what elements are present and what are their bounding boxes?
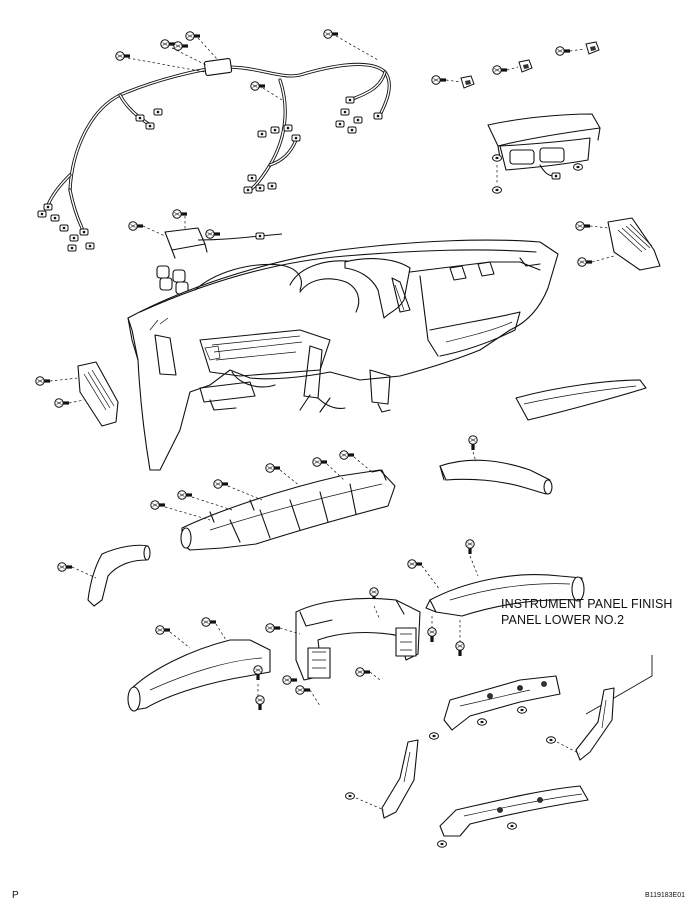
right-side-air-vent: [575, 217, 661, 271]
side-defroster-duct-right: [439, 435, 553, 495]
rear-duct-left: [127, 617, 298, 712]
glove-box-trim: [515, 379, 647, 421]
center-module-bracket: [128, 209, 283, 259]
instrument-panel-body: [127, 239, 559, 471]
loose-caps: [156, 265, 189, 295]
page-letter: P: [12, 890, 19, 901]
lower-bracket-upper: [429, 675, 561, 740]
instrument-panel-finish-callout: INSTRUMENT PANEL FINISH PANEL LOWER NO.2: [501, 597, 673, 715]
harness-bolts: [115, 29, 379, 101]
clips-top-right: [431, 41, 600, 89]
side-defroster-duct-left: [57, 544, 151, 607]
callout-label-line1: INSTRUMENT PANEL FINISH: [501, 597, 673, 611]
lower-bracket-bottom: [437, 785, 589, 848]
lower-bracket-left: [345, 739, 419, 819]
figure-code: B119183E01: [645, 892, 685, 899]
passenger-airbag-assembly: [487, 113, 601, 194]
lower-bracket-right: [546, 687, 615, 761]
wire-harness: [37, 57, 391, 252]
left-side-air-vent: [35, 361, 119, 427]
callout-label-line2: PANEL LOWER NO.2: [501, 613, 624, 627]
center-lower-duct: [265, 587, 421, 707]
center-heater-duct: [150, 450, 396, 551]
rear-duct-right: [407, 539, 585, 657]
